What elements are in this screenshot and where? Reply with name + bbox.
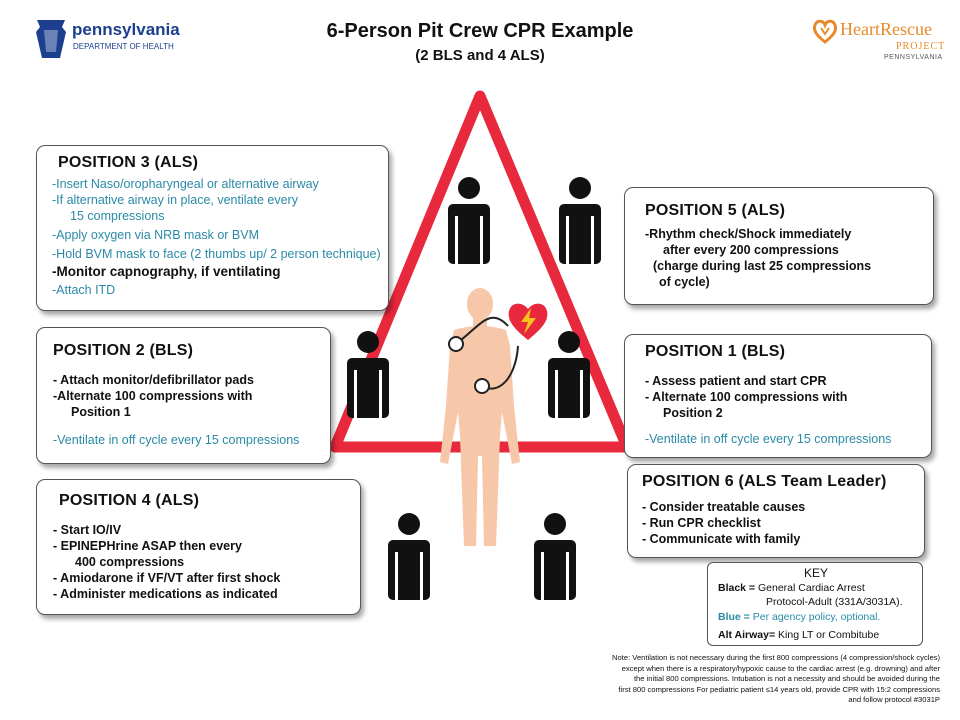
defib-pad-icon — [474, 378, 490, 394]
key-airway-text: King LT or Combitube — [778, 629, 880, 641]
footnote: Note: Ventilation is not necessary durin… — [530, 653, 940, 706]
position-6-card: POSITION 6 (ALS Team Leader) - Consider … — [627, 464, 925, 558]
person-silhouette-icon — [548, 331, 590, 418]
person-silhouette-icon — [448, 177, 490, 264]
hr-logo-state: PENNSYLVANIA — [884, 54, 943, 61]
pa-logo-department: DEPARTMENT OF HEALTH — [73, 42, 174, 51]
key-black-row: Black = General Cardiac Arrest — [718, 582, 865, 594]
position-3-line-1: -Insert Naso/oropharyngeal or alternativ… — [52, 177, 319, 191]
position-5-title: POSITION 5 (ALS) — [645, 202, 786, 219]
position-2-card: POSITION 2 (BLS) - Attach monitor/defibr… — [36, 327, 331, 464]
person-silhouette-icon — [347, 331, 389, 418]
position-6-line-1: - Consider treatable causes — [642, 500, 806, 514]
hr-logo-name: HeartRescue — [840, 19, 932, 39]
position-2-line-3: -Ventilate in off cycle every 15 compres… — [53, 433, 300, 447]
pa-logo-name: pennsylvania — [72, 20, 180, 39]
position-4-card: POSITION 4 (ALS) - Start IO/IV - EPINEPH… — [36, 479, 361, 615]
page-title: 6-Person Pit Crew CPR Example — [326, 20, 634, 42]
position-3-title: POSITION 3 (ALS) — [58, 154, 199, 171]
position-2-line-2: -Alternate 100 compressions with — [53, 389, 253, 403]
key-blue-row: Blue = Per agency policy, optional. — [718, 611, 880, 623]
footnote-line-5: and follow protocol #3031P — [848, 695, 940, 704]
position-5-line-1b: after every 200 compressions — [663, 243, 839, 257]
position-4-line-4: - Administer medications as indicated — [53, 587, 278, 601]
position-4-line-2b: 400 compressions — [75, 555, 185, 569]
position-3-line-2: -If alternative airway in place, ventila… — [52, 193, 298, 207]
position-3-line-2b: 15 compressions — [70, 209, 165, 223]
patient-body-icon — [440, 288, 520, 546]
key-airway-row: Alt Airway= King LT or Combitube — [718, 629, 879, 641]
heartrescue-logo-icon — [812, 19, 838, 44]
footnote-line-3: the initial 800 compressions. Intubation… — [633, 674, 940, 683]
position-4-line-2: - EPINEPHrine ASAP then every — [53, 539, 242, 553]
key-black-text-2: Protocol-Adult (331A/3031A). — [766, 596, 903, 608]
position-2-line-1: - Attach monitor/defibrillator pads — [53, 373, 254, 387]
position-2-title: POSITION 2 (BLS) — [53, 342, 194, 359]
page-subtitle: (2 BLS and 4 ALS) — [415, 47, 545, 64]
position-1-line-3: -Ventilate in off cycle every 15 compres… — [645, 432, 892, 446]
defib-pad-icon — [448, 336, 464, 352]
heart-lightning-icon — [508, 303, 548, 340]
position-1-title: POSITION 1 (BLS) — [645, 343, 786, 360]
footnote-line-1: Note: Ventilation is not necessary durin… — [612, 653, 940, 662]
footnote-line-2: except when there is a respiratory/hypox… — [621, 663, 940, 673]
footnote-line-4: first 800 compressions For pediatric pat… — [618, 684, 940, 694]
heartrescue-logo: HeartRescue PROJECT PENNSYLVANIA — [812, 16, 946, 66]
position-3-line-5: -Monitor capnography, if ventilating — [52, 264, 281, 279]
position-2-line-2b: Position 1 — [71, 405, 131, 419]
position-6-line-2: - Run CPR checklist — [642, 516, 761, 530]
key-black-text: General Cardiac Arrest — [758, 582, 865, 594]
position-3-line-6: -Attach ITD — [52, 283, 116, 297]
position-5-line-1: -Rhythm check/Shock immediately — [645, 227, 852, 241]
position-4-line-1: - Start IO/IV — [53, 523, 122, 537]
key-blue-text: Per agency policy, optional. — [752, 611, 881, 623]
legend-key: KEY Black = General Cardiac Arrest Proto… — [707, 562, 923, 646]
person-silhouette-icon — [534, 513, 576, 600]
position-1-line-2b: Position 2 — [663, 406, 723, 420]
position-5-card: POSITION 5 (ALS) -Rhythm check/Shock imm… — [624, 187, 934, 305]
position-1-line-1: - Assess patient and start CPR — [645, 374, 827, 388]
key-title: KEY — [803, 566, 828, 580]
position-3-line-4: -Hold BVM mask to face (2 thumbs up/ 2 p… — [52, 247, 381, 261]
key-airway-label: Alt Airway= — [718, 629, 776, 641]
position-5-line-2: (charge during last 25 compressions — [653, 259, 872, 273]
hr-logo-project: PROJECT — [896, 41, 946, 52]
person-silhouette-icon — [388, 513, 430, 600]
position-4-title: POSITION 4 (ALS) — [59, 492, 200, 509]
position-3-line-3: -Apply oxygen via NRB mask or BVM — [52, 228, 260, 242]
position-5-line-2b: of cycle) — [659, 275, 710, 289]
position-4-line-3: - Amiodarone if VF/VT after first shock — [53, 571, 281, 585]
person-silhouette-icon — [559, 177, 601, 264]
position-6-title: POSITION 6 (ALS Team Leader) — [642, 473, 887, 490]
key-black-label: Black = — [718, 582, 756, 594]
position-1-line-2: - Alternate 100 compressions with — [645, 390, 848, 404]
pa-keystone-icon — [36, 20, 66, 58]
position-6-line-3: - Communicate with family — [642, 532, 801, 546]
position-3-card: POSITION 3 (ALS) -Insert Naso/oropharyng… — [36, 145, 389, 311]
position-1-card: POSITION 1 (BLS) - Assess patient and st… — [624, 334, 932, 458]
pa-health-logo: pennsylvania DEPARTMENT OF HEALTH — [34, 18, 194, 60]
key-blue-label: Blue = — [718, 611, 750, 623]
